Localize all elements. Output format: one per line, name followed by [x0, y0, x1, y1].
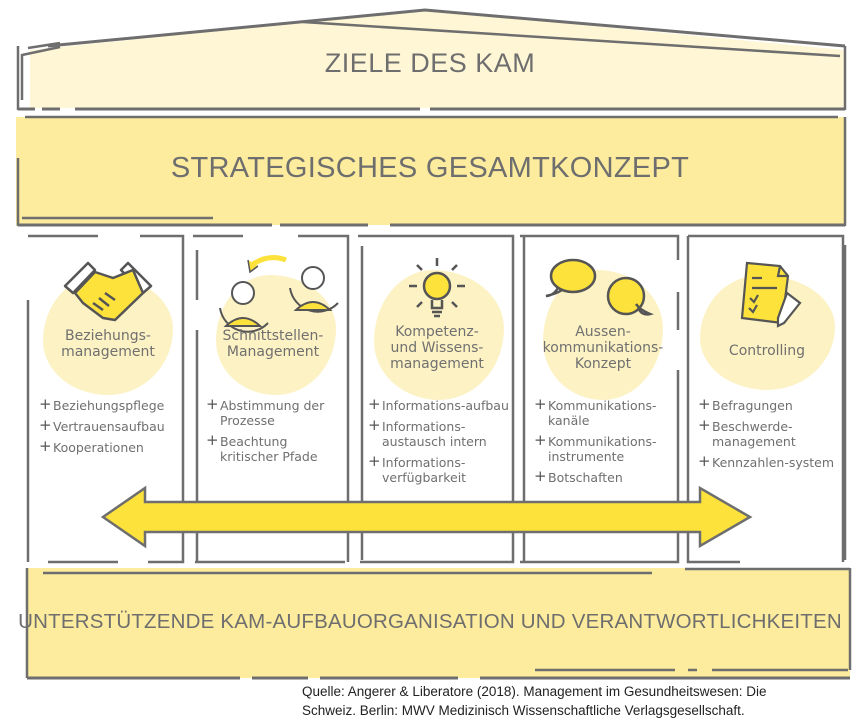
pillar-title-line1: Kompetenz-	[395, 324, 479, 340]
list-item: Vertrauensaufbau	[39, 418, 184, 434]
source-citation: Quelle: Angerer & Liberatore (2018). Man…	[302, 682, 767, 720]
pillar-beziehungsmanagement: Beziehungs- management Beziehungspflege …	[33, 240, 183, 560]
pillar-schnittstellen-management: Schnittstellen- Management Abstimmung de…	[198, 240, 348, 560]
pillar-list: Kommunikations-kanäle Kommunikations-ins…	[534, 397, 678, 491]
source-line2: Schweiz. Berlin: MWV Medizinisch Wissens…	[302, 703, 745, 718]
list-item: Beachtung kritischer Pfade	[206, 433, 346, 464]
pillar-list: Informations-aufbau Informations-austaus…	[368, 397, 512, 491]
pillar-title-line2: Management	[226, 344, 320, 360]
list-item: Kommunikations-kanäle	[534, 397, 678, 428]
list-item: Kooperationen	[39, 439, 184, 455]
pillar-list: Abstimmung der Prozesse Beachtung kritis…	[206, 397, 346, 470]
pillar-list: Befragungen Beschwerde-management Kennza…	[698, 397, 842, 476]
list-item: Abstimmung der Prozesse	[206, 397, 346, 428]
double-arrow-icon	[100, 485, 753, 549]
list-item: Befragungen	[698, 397, 842, 413]
pillar-list: Beziehungspflege Vertrauensaufbau Kooper…	[39, 397, 184, 461]
strategy-band-shape	[16, 117, 845, 225]
pillar-title-line3: management	[390, 356, 484, 372]
checklist-pencil-icon	[740, 261, 802, 328]
list-item: Informations-austausch intern	[368, 418, 512, 449]
list-item: Informations-aufbau	[368, 397, 512, 413]
list-item: Botschaften	[534, 469, 678, 485]
pillar-kompetenz-wissensmanagement: Kompetenz- und Wissens- management Infor…	[362, 240, 512, 560]
foundation-band-shape	[27, 568, 850, 678]
pillar-title-line1: Beziehungs-	[65, 328, 151, 344]
pillar-title-line2: kommunikations-	[542, 340, 664, 356]
pillar-aussenkommunikations-konzept: Aussen- kommunikations- Konzept Kommunik…	[528, 240, 678, 560]
pillar-title-line2: management	[61, 344, 155, 360]
pillar-title-line1: Aussen-	[575, 324, 631, 340]
pillar-title-line2: und Wissens-	[390, 340, 484, 356]
list-item: Kennzahlen-system	[698, 454, 842, 470]
pillar-title-line3: Konzept	[574, 356, 632, 372]
speech-bubbles-icon	[545, 258, 655, 316]
people-exchange-icon	[219, 255, 339, 333]
pillar-title-line1: Controlling	[728, 343, 806, 359]
list-item: Informations-verfügbarkeit	[368, 454, 512, 485]
roof-title: ZIELE DES KAM	[324, 48, 536, 78]
pillar-title-line1: Schnittstellen-	[222, 328, 324, 344]
list-item: Kommunikations-instrumente	[534, 433, 678, 464]
lightbulb-icon	[409, 258, 465, 318]
foundation-title: UNTERSTÜTZENDE KAM-AUFBAUORGANISATION UN…	[18, 610, 842, 633]
handshake-icon	[63, 261, 153, 322]
list-item: Beschwerde-management	[698, 418, 842, 449]
strategy-title: STRATEGISCHES GESAMTKONZEPT	[170, 152, 690, 184]
pillar-controlling: Controlling Befragungen Beschwerde-manag…	[692, 240, 842, 560]
roof-shape	[30, 10, 845, 108]
list-item: Beziehungspflege	[39, 397, 184, 413]
source-line1: Quelle: Angerer & Liberatore (2018). Man…	[302, 684, 767, 699]
